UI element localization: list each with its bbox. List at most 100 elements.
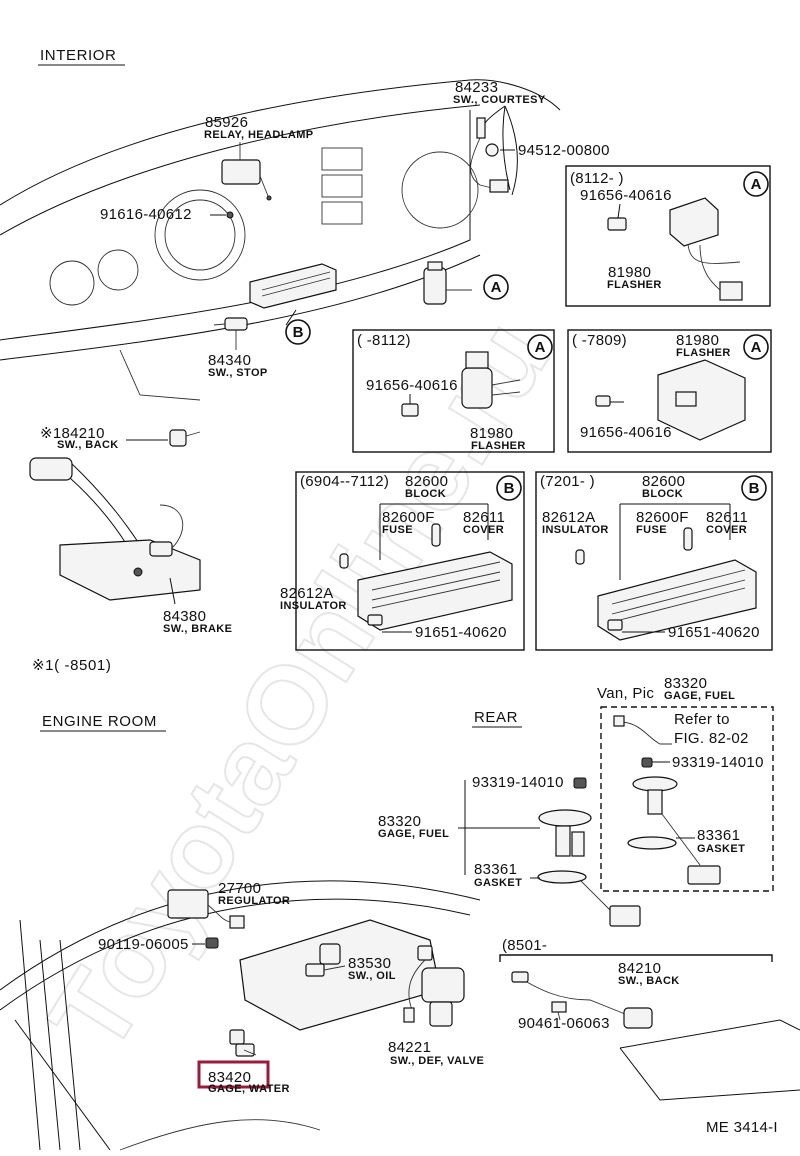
part-name-sw-back: SW., BACK	[57, 439, 119, 451]
inset-8501-name: SW., BACK	[618, 975, 680, 987]
wire	[699, 244, 721, 291]
van-pic-gasket-name: GASKET	[697, 843, 745, 855]
part-name-sw-oil: SW., OIL	[348, 970, 396, 982]
inset-b2-block-name: BLOCK	[642, 488, 683, 500]
inset-b1-range: (6904--7112)	[300, 473, 389, 490]
inset-b1-cover-name: COVER	[463, 524, 504, 536]
part-name-sw-brake: SW., BRAKE	[163, 623, 232, 635]
part-number-94512-00800: 94512-00800	[518, 142, 610, 159]
water-gage-part	[229, 1029, 257, 1057]
inset-b1-screw-number: 91651-40620	[415, 624, 507, 641]
fuse-part	[683, 527, 693, 551]
screw-part	[226, 211, 234, 219]
leader-line	[617, 203, 621, 219]
leader-line	[285, 309, 297, 326]
heading-rear: REAR	[474, 709, 518, 726]
inset-a3-letter: A	[751, 339, 762, 356]
heading-engine-room: ENGINE ROOM	[42, 713, 157, 730]
connector-part	[719, 281, 743, 301]
part-name-regulator: REGULATOR	[218, 895, 290, 907]
inset-b1-cover-number: 82611	[463, 509, 505, 526]
oil-switch-part	[305, 943, 346, 977]
heading-interior: INTERIOR	[40, 47, 116, 64]
callout-letter-b: B	[293, 324, 304, 341]
bracket-line	[379, 503, 489, 560]
inset-b1-insulator-number: 82612A	[280, 585, 334, 602]
inset-a3: ( -7809) 81980 FLASHER A 91656-40616	[567, 329, 772, 453]
part-number-93319-14010: 93319-14010	[472, 774, 564, 791]
flasher-part	[669, 197, 719, 247]
inset-b2-block-number: 82600	[642, 473, 685, 490]
footnote-range: ※1( -8501)	[32, 657, 111, 674]
relay-headlamp-part	[221, 142, 272, 201]
engine-room-drawing	[0, 880, 481, 1151]
part-number-83420: 83420	[208, 1069, 251, 1086]
float-arm	[661, 813, 701, 866]
inset-b2-insulator-name: INSULATOR	[542, 524, 609, 536]
callout-b	[285, 319, 311, 345]
inset-a3-screw-number: 91656-40616	[580, 424, 672, 441]
inset-8501-clip-number: 90461-06063	[518, 1015, 610, 1032]
inset-van-pic: Van, Pic 83320 GAGE, FUEL Refer to FIG. …	[597, 675, 774, 892]
courtesy-switch-part	[470, 105, 518, 196]
inset-a2-letter: A	[535, 339, 546, 356]
dashboard-drawing	[0, 79, 561, 401]
wire	[519, 977, 626, 1015]
inset-a2: ( -8112) A 91656-40616 81980 FLASHER	[352, 329, 555, 453]
fuel-gage-body	[647, 789, 663, 815]
inset-b2-fuse-number: 82600F	[636, 509, 689, 526]
screw-part	[573, 777, 587, 789]
inset-a1-letter: A	[751, 176, 762, 193]
regulator-part	[167, 889, 245, 929]
connector-part	[613, 715, 625, 727]
clip-part	[551, 1001, 567, 1013]
part-name-sw-courtesy: SW., COURTESY	[453, 94, 546, 106]
flasher-part	[657, 359, 746, 441]
fuse-part	[431, 523, 441, 547]
inset-bracket	[499, 954, 773, 962]
fuel-gage-part	[537, 809, 641, 927]
inset-a1-callout	[743, 171, 769, 197]
fuse-block-part	[357, 551, 513, 631]
van-pic-refer-1: Refer to	[674, 711, 730, 728]
van-pic-screw-number: 93319-14010	[672, 754, 764, 771]
inset-a2-callout	[527, 334, 553, 360]
part-number-27700: 27700	[218, 880, 261, 897]
part-name-sw-stop: SW., STOP	[208, 367, 268, 379]
van-pic-name: GAGE, FUEL	[664, 690, 735, 702]
callout-a	[483, 274, 509, 300]
leader-line	[169, 577, 176, 605]
part-name-gasket: GASKET	[474, 877, 522, 889]
gasket-part	[627, 836, 677, 850]
part-number-83530: 83530	[348, 955, 391, 972]
inset-8501: (8501- 84210 SW., BACK 90461-06063	[499, 937, 800, 1101]
part-number-84221: 84221	[388, 1039, 431, 1056]
van-pic-number: 83320	[664, 675, 707, 692]
inset-8501-number: 84210	[618, 960, 661, 977]
inset-a3-number: 81980	[676, 332, 719, 349]
inset-b2-callout	[741, 475, 767, 501]
back-switch-part	[169, 429, 201, 447]
flasher-part	[461, 351, 521, 409]
part-number-83361: 83361	[474, 861, 517, 878]
inset-b2-letter: B	[749, 480, 760, 497]
inset-a2-range: ( -8112)	[357, 332, 411, 349]
fuse-block-on-dash	[249, 263, 337, 309]
part-name-gage-water: GAGE, WATER	[208, 1083, 290, 1095]
inset-a2-name: FLASHER	[471, 440, 526, 452]
insulator-part	[339, 553, 349, 569]
fuse-block-part	[597, 559, 757, 641]
inset-b1-callout	[496, 475, 522, 501]
inset-b1-insulator-name: INSULATOR	[280, 600, 347, 612]
flasher-on-dash	[423, 261, 472, 305]
wire	[687, 243, 741, 264]
inset-b2-fuse-name: FUSE	[636, 524, 667, 536]
inset-b1: (6904--7112) 82600 BLOCK B 82600F FUSE 8…	[280, 471, 525, 651]
part-name-gage-fuel: GAGE, FUEL	[378, 828, 449, 840]
inset-a3-callout	[743, 334, 769, 360]
part-name-sw-def-valve: SW., DEF, VALVE	[390, 1055, 484, 1067]
part-number-85926: 85926	[205, 114, 248, 131]
part-number-84233: 84233	[455, 79, 498, 96]
